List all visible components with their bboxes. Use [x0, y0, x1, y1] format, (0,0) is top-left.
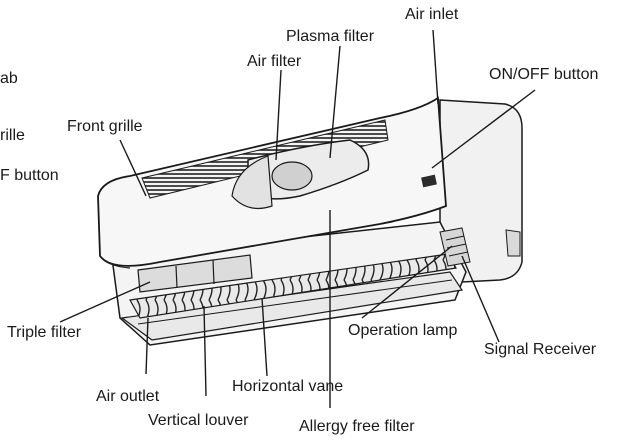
air-filter-frame — [231, 155, 273, 209]
label-triple-filter: Triple filter — [7, 324, 82, 341]
label-air-inlet: Air inlet — [405, 6, 459, 23]
triple-filter-shape — [137, 254, 253, 293]
label-operation-lamp: Operation lamp — [348, 322, 458, 339]
label-front-grille: Front grille — [67, 118, 143, 135]
leader-lines — [59, 29, 536, 408]
label-cut-tab: ab — [0, 70, 18, 87]
fan-hub — [271, 161, 313, 191]
label-cut-grille: rille — [0, 127, 25, 144]
label-horizontal-vane: Horizontal vane — [232, 378, 344, 395]
label-cut-button: F button — [0, 167, 59, 184]
side-recess — [505, 229, 521, 257]
outlet-tray — [120, 271, 464, 341]
label-vertical-louver: Vertical louver — [148, 412, 249, 429]
label-allergy-free-filter: Allergy free filter — [299, 418, 415, 435]
label-plasma-filter: Plasma filter — [286, 28, 375, 45]
label-signal-receiver: Signal Receiver — [484, 341, 597, 358]
horizontal-vane-shape — [129, 253, 457, 319]
label-air-filter: Air filter — [247, 53, 302, 70]
label-air-outlet: Air outlet — [96, 388, 160, 405]
label-on-off-button: ON/OFF button — [489, 66, 599, 83]
on-off-button-shape — [421, 174, 437, 188]
